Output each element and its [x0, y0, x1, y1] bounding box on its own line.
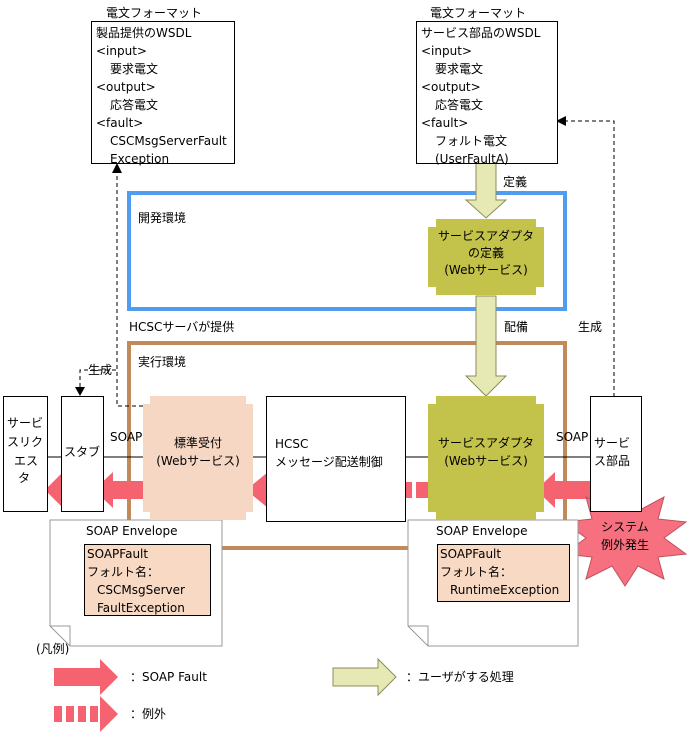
- legend-user-arrow: [332, 657, 397, 697]
- format-right-line: フォルト電文: [435, 134, 508, 148]
- format-left-title: 電文フォーマット: [106, 6, 203, 20]
- legend-title: (凡例): [36, 642, 70, 656]
- fault-arrow-stub: [94, 472, 151, 508]
- user-arrow-define: [464, 162, 508, 219]
- label-dev-environment: 開発環境: [138, 211, 187, 225]
- adapter-runtime-line: (Webサービス): [444, 454, 528, 468]
- adapter-definition-line: サービスアダプタ: [437, 229, 534, 243]
- std-reception-label: 標準受付 (Webサービス): [143, 434, 253, 470]
- service-requester-box: サービ スリク エス タ: [3, 396, 48, 512]
- adapter-definition-line: (Webサービス): [444, 263, 528, 277]
- format-left-line: <input>: [96, 44, 147, 58]
- system-exception-line: システム: [601, 520, 649, 534]
- generate-arrowhead-left: [112, 163, 122, 173]
- format-right-line: <fault>: [421, 116, 469, 130]
- format-right-line: (UserFaultA): [435, 152, 509, 166]
- legend-user-process-label: ：ユーザがする処理: [406, 670, 514, 684]
- dev-environment-frame: [127, 191, 567, 311]
- adapter-definition-label: サービスアダプタ の定義 (Webサービス): [428, 228, 544, 279]
- service-requester-line: エス: [14, 454, 39, 468]
- hcsc-message-box: HCSC メッセージ配送制御: [266, 396, 406, 522]
- label-soap-left: SOAP: [110, 430, 143, 444]
- format-right-line: サービス部品のWSDL: [421, 26, 541, 40]
- format-left-line: CSCMsgServerFault: [110, 134, 227, 148]
- format-left-line: Exception: [110, 152, 170, 166]
- system-exception-burst: [562, 489, 688, 587]
- service-part-line: サービ: [594, 436, 631, 450]
- format-right-box: サービス部品のWSDL <input> 要求電文 <output> 応答電文 <…: [416, 21, 558, 166]
- label-hcsc-provided: HCSCサーバが提供: [129, 320, 235, 334]
- std-reception-line: (Webサービス): [156, 454, 240, 468]
- run-environment-frame: [127, 341, 567, 550]
- envelope-right-line: SOAPFault: [440, 547, 502, 561]
- adapter-runtime-label: サービスアダプタ (Webサービス): [428, 434, 544, 470]
- service-requester-line: スリク: [7, 435, 44, 449]
- fault-arrow-service-part: [536, 472, 600, 508]
- generate-line-right: [558, 120, 615, 397]
- envelope-left-line: SOAPFault: [87, 547, 149, 561]
- hcsc-message-line: HCSC: [275, 437, 309, 451]
- legend-soap-fault-label: ：SOAP Fault: [130, 670, 207, 684]
- envelope-left-title: SOAP Envelope: [86, 524, 178, 538]
- format-left-line: 応答電文: [110, 98, 159, 112]
- generate-arrowhead-right: [556, 116, 566, 126]
- adapter-definition-line: の定義: [467, 246, 504, 260]
- format-left-line: 要求電文: [110, 62, 159, 76]
- envelope-left-line: FaultException: [97, 601, 185, 615]
- service-part-line: ス部品: [594, 454, 631, 468]
- format-left-box: 製品提供のWSDL <input> 要求電文 <output> 応答電文 <fa…: [91, 21, 235, 166]
- envelope-left-line: フォルト名：: [87, 565, 160, 579]
- service-requester-line: タ: [18, 471, 31, 485]
- envelope-left-body: SOAPFault フォルト名： CSCMsgServer FaultExcep…: [84, 544, 211, 616]
- format-right-title: 電文フォーマット: [430, 6, 527, 20]
- legend-exception-label: ：例外: [130, 707, 167, 721]
- envelope-right-line: RuntimeException: [450, 583, 560, 597]
- format-left-line: 製品提供のWSDL: [96, 26, 192, 40]
- std-reception-line: 標準受付: [173, 436, 222, 450]
- stub-label: スタブ: [64, 445, 101, 459]
- format-right-line: 応答電文: [435, 98, 484, 112]
- generate-line-stub: [79, 369, 116, 392]
- service-requester-line: サービ: [7, 416, 44, 430]
- label-generate-left: 生成: [88, 363, 113, 377]
- envelope-right-title: SOAP Envelope: [436, 524, 528, 538]
- service-part-box: サービ ス部品: [590, 396, 642, 512]
- system-exception-label: システム 例外発生: [586, 518, 664, 554]
- label-deploy: 配備: [504, 320, 529, 334]
- hcsc-message-line: メッセージ配送制御: [275, 455, 383, 469]
- format-right-line: <output>: [421, 80, 481, 94]
- label-soap-right: SOAP: [556, 430, 589, 444]
- adapter-runtime-line: サービスアダプタ: [437, 436, 534, 450]
- envelope-right-body: SOAPFault フォルト名： RuntimeException: [437, 544, 570, 602]
- legend-fault-arrow: [54, 659, 118, 695]
- label-define: 定義: [503, 175, 528, 189]
- format-left-line: <output>: [96, 80, 156, 94]
- label-generate-right: 生成: [578, 320, 603, 334]
- legend-exception-arrow: [54, 696, 118, 732]
- generate-line-left: [116, 167, 143, 407]
- stub-box: スタブ: [61, 396, 104, 512]
- generate-arrowhead-stub: [75, 387, 85, 396]
- system-exception-line: 例外発生: [600, 538, 649, 552]
- format-right-line: <input>: [421, 44, 472, 58]
- user-arrow-deploy: [464, 295, 508, 397]
- format-left-line: <fault>: [96, 116, 144, 130]
- envelope-right-line: フォルト名：: [440, 565, 513, 579]
- label-run-environment: 実行環境: [138, 355, 187, 369]
- format-right-line: 要求電文: [435, 62, 484, 76]
- envelope-left-line: CSCMsgServer: [97, 583, 185, 597]
